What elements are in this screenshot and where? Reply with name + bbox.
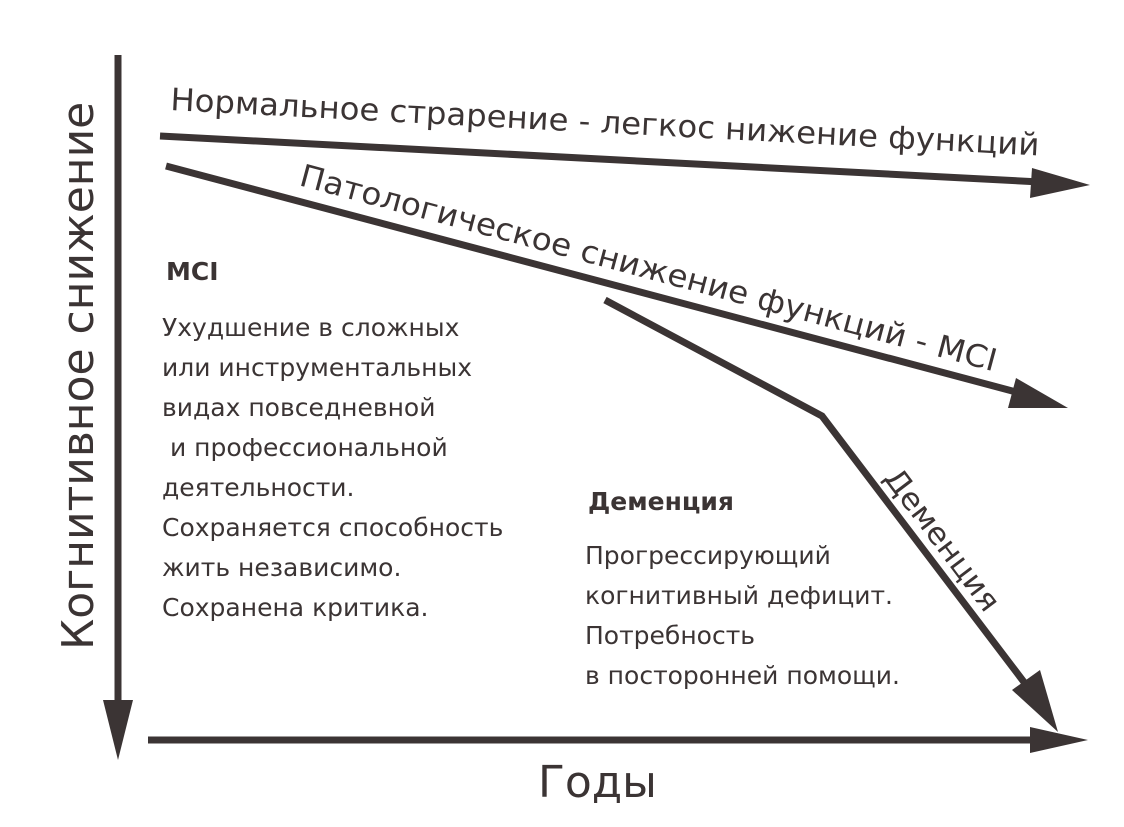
dementia-title: Деменция <box>588 487 734 516</box>
x-axis-label: Годы <box>538 757 657 808</box>
dementia-line: когнитивный дефицит. <box>585 581 893 610</box>
dementia-arrowhead <box>1012 670 1058 732</box>
pathological-decline-arrowhead <box>1008 378 1068 408</box>
dementia-description: Прогрессирующий когнитивный дефицит. Пот… <box>585 541 900 690</box>
dementia-line: в посторонней помощи. <box>585 661 900 690</box>
mci-line: видах повседневной <box>162 393 435 422</box>
dementia-line <box>603 296 1033 693</box>
dementia-curve-label: Деменция <box>877 462 1007 619</box>
dementia-line: Прогрессирующий <box>585 541 831 570</box>
normal-aging-line <box>159 132 1041 186</box>
y-axis-label: Когнитивное снижение <box>53 102 104 650</box>
pathological-decline-label: Патологическое снижение функций - MCI <box>296 158 1001 379</box>
mci-line: Сохранена критика. <box>162 593 428 622</box>
mci-line: или инструментальных <box>162 353 472 382</box>
mci-line: Сохраняется способность <box>162 513 503 542</box>
pathological-decline-line <box>165 162 1021 397</box>
mci-line: жить независимо. <box>162 553 401 582</box>
dementia-line: Потребность <box>585 621 755 650</box>
mci-line: Ухудшение в сложных <box>162 313 459 342</box>
mci-line: деятельности. <box>162 473 355 502</box>
normal-aging-arrowhead <box>1030 168 1090 198</box>
mci-title: MCI <box>166 257 219 286</box>
y-axis-arrowhead <box>103 700 133 760</box>
mci-line: и профессиональной <box>162 433 448 462</box>
x-axis-arrowhead <box>1030 727 1088 753</box>
normal-aging-label: Нормальное страрение - легкос нижение фу… <box>170 82 1041 163</box>
mci-description: Ухудшение в сложных или инструментальных… <box>162 313 503 622</box>
